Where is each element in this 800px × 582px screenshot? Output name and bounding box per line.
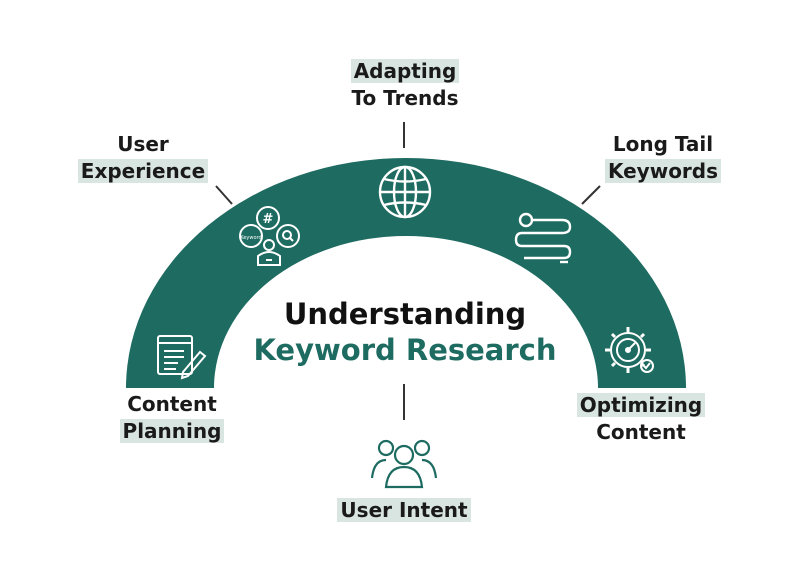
document-pen-icon <box>157 335 207 380</box>
connector-user-experience <box>215 185 233 205</box>
arch-band <box>126 158 686 388</box>
globe-icon <box>378 165 432 219</box>
node-optimizing-line1: Optimizing <box>576 393 706 417</box>
node-user-experience-line2: Experience <box>77 159 209 183</box>
node-long-tail-line2: Keywords <box>604 159 722 183</box>
title-line2: Keyword Research <box>253 333 557 367</box>
node-content-planning: Content Planning <box>100 391 244 445</box>
node-user-intent-line1: User Intent <box>337 498 471 522</box>
connector-long-tail <box>581 185 601 205</box>
node-adapting-trends: Adapting To Trends <box>330 58 480 112</box>
node-user-intent: User Intent <box>322 497 486 524</box>
long-tail-lines-icon <box>514 212 572 264</box>
diagram-title: Understanding Keyword Research <box>230 296 580 368</box>
svg-text:#: # <box>263 212 274 227</box>
node-user-experience-line1: User <box>117 132 169 156</box>
node-optimizing: Optimizing Content <box>563 392 719 446</box>
gear-gauge-icon <box>605 327 654 373</box>
node-content-planning-line2: Planning <box>119 419 225 443</box>
node-long-tail: Long Tail Keywords <box>588 131 738 185</box>
svg-text:Keyword: Keyword <box>240 235 261 241</box>
node-adapting-line2: To Trends <box>351 86 459 110</box>
node-optimizing-line2: Content <box>596 420 686 444</box>
title-line1: Understanding <box>283 297 527 331</box>
node-long-tail-line1: Long Tail <box>612 132 714 156</box>
node-adapting-line1: Adapting <box>350 59 460 83</box>
node-content-planning-line1: Content <box>127 392 217 416</box>
node-user-experience: User Experience <box>70 131 216 185</box>
keyword-search-person-icon: # Keyword <box>239 206 300 266</box>
users-group-icon <box>370 439 438 489</box>
